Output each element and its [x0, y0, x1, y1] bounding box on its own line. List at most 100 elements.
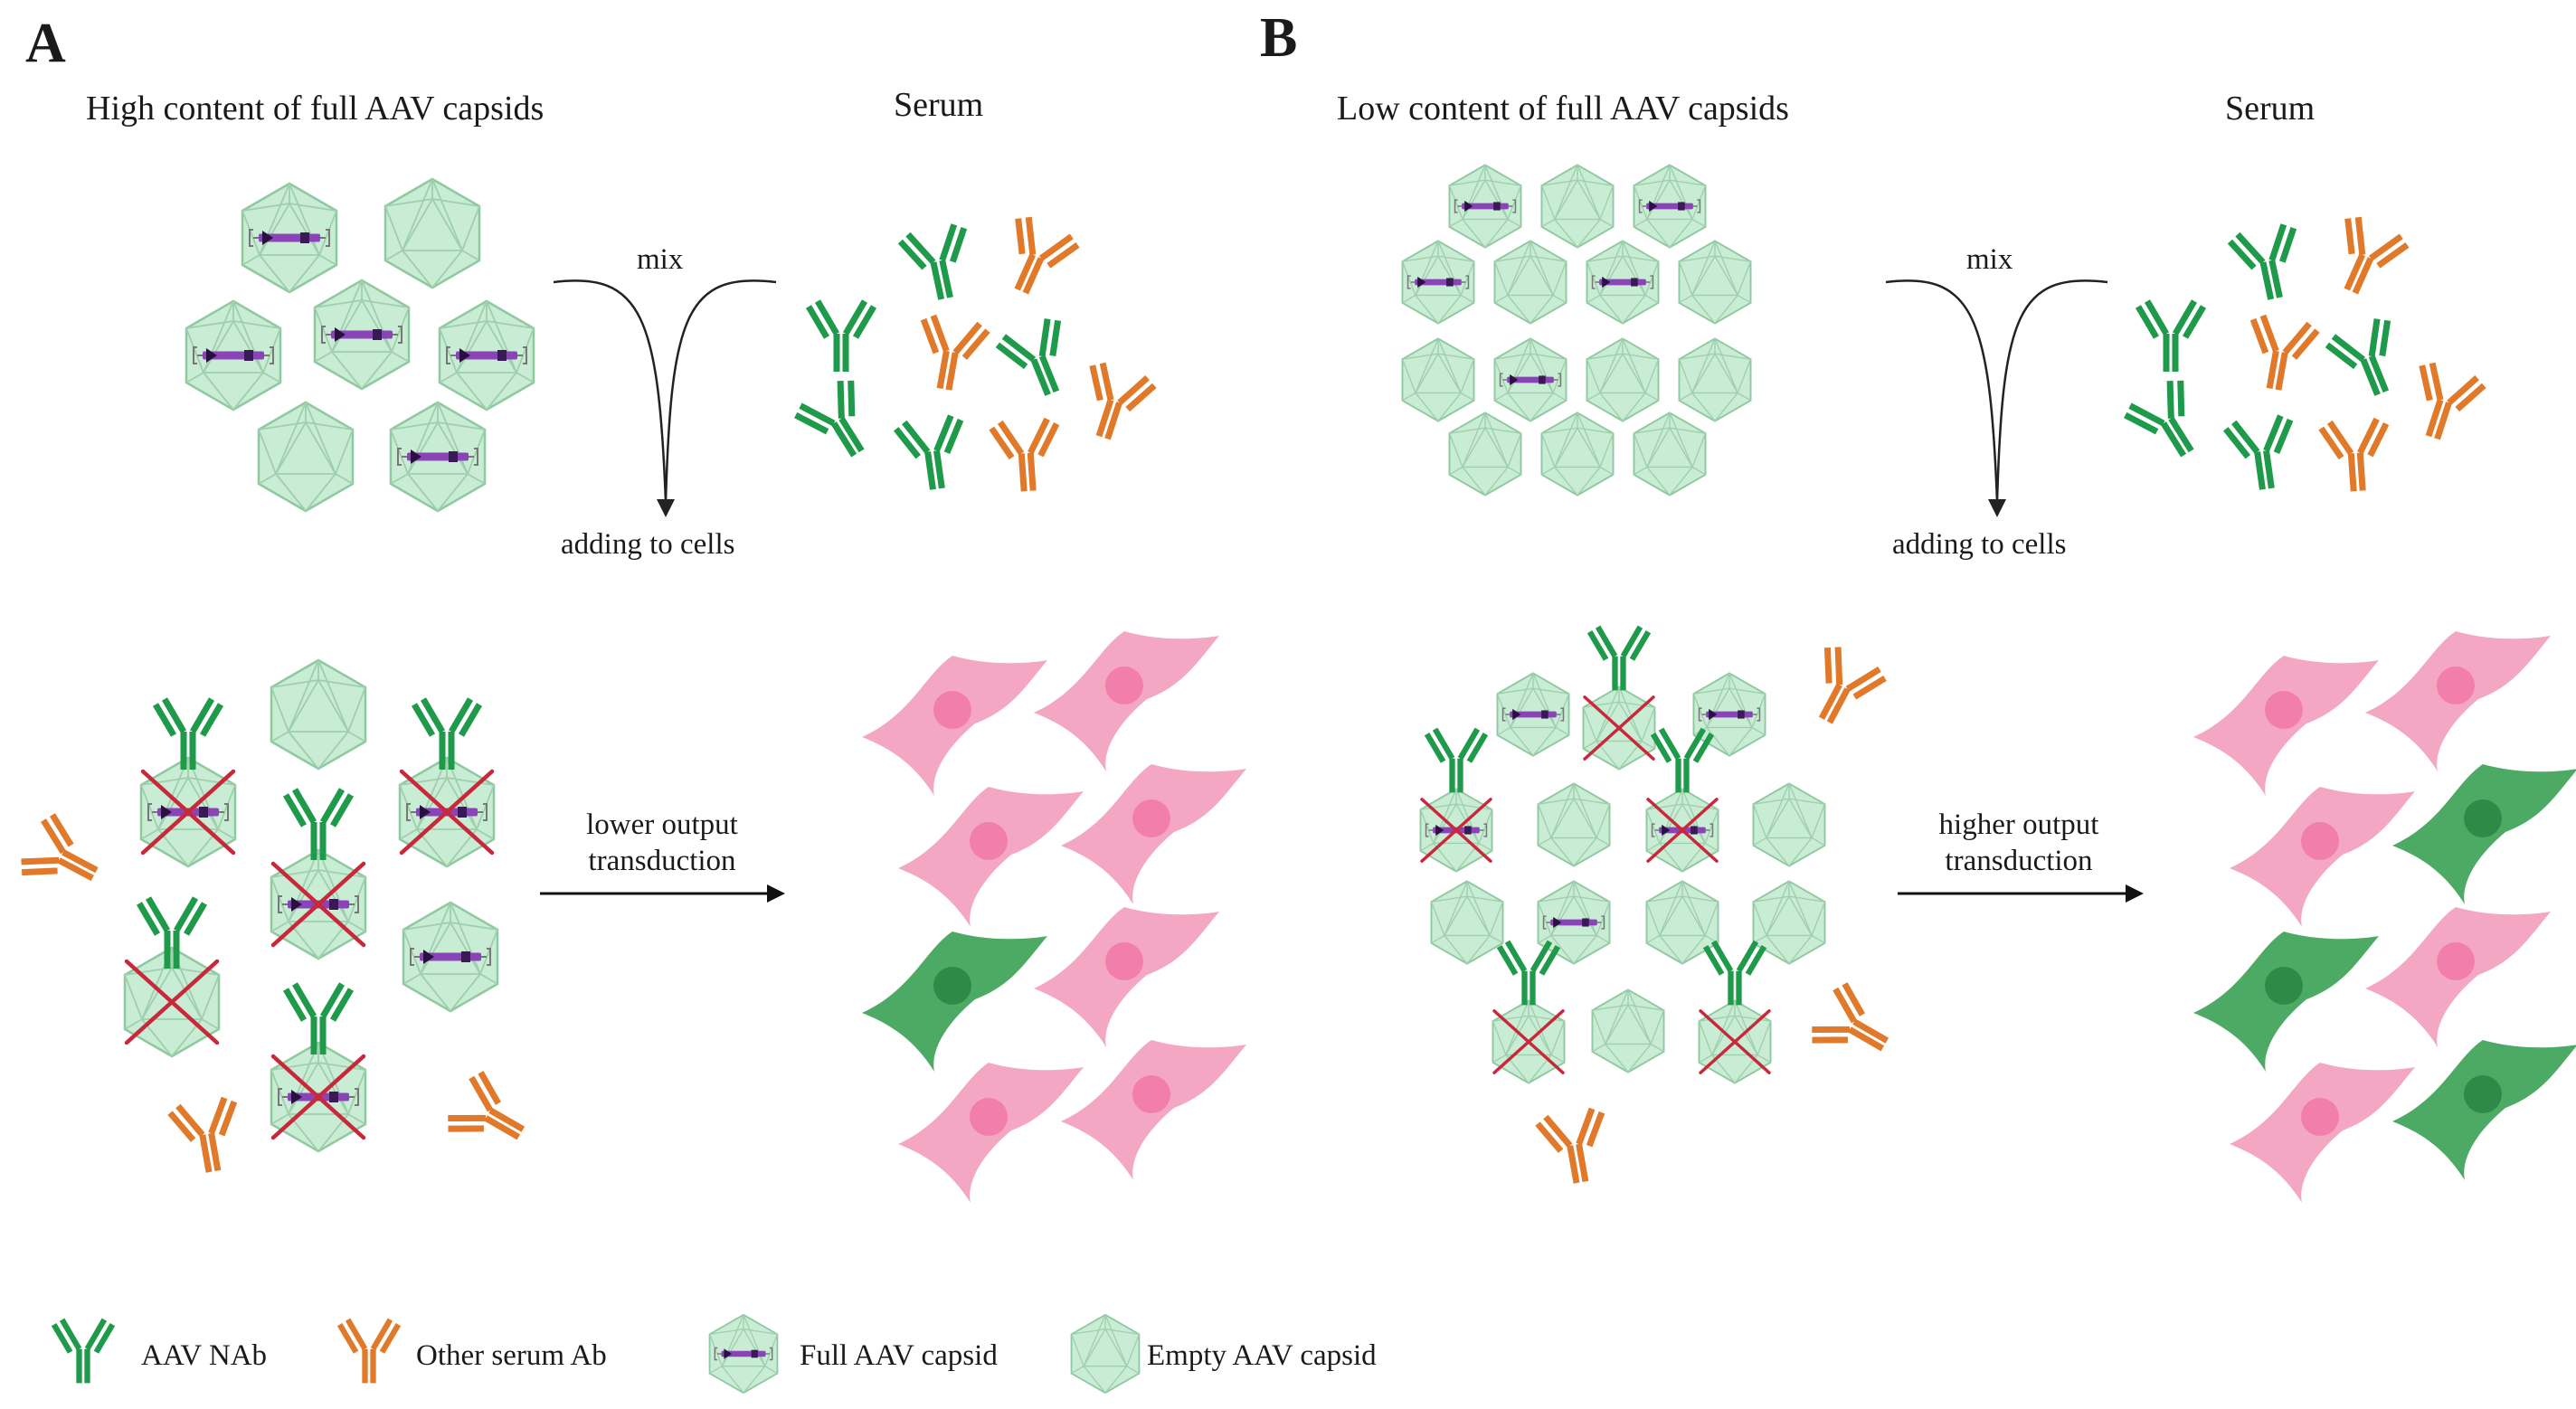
nab-antibody — [793, 376, 886, 470]
empty-capsid — [1430, 880, 1504, 965]
other-antibody — [2402, 360, 2486, 447]
panel-a-serum — [793, 213, 1157, 493]
panel-b-arrow-label-2: transduction — [1945, 845, 2092, 877]
panel-a-mix-funnel — [553, 279, 777, 517]
nab-antibody — [2225, 414, 2299, 493]
full-capsid — [398, 756, 496, 868]
full-capsid — [313, 279, 411, 391]
panel-a-neutralized-cluster — [17, 658, 537, 1177]
other-antibody — [913, 314, 989, 394]
legend-other-ab-icon — [340, 1319, 399, 1383]
panel-b-neutralized-cluster — [1419, 627, 1900, 1187]
empty-capsid — [1752, 782, 1826, 867]
other-antibody — [2321, 213, 2410, 305]
empty-capsid — [1540, 164, 1615, 249]
empty-capsid — [384, 177, 481, 289]
panel-b-transduction-arrow — [1898, 884, 2144, 903]
panel-a-capsid-title: High content of full AAV capsids — [86, 90, 544, 128]
empty-capsid — [1586, 337, 1660, 422]
other-antibody — [2321, 419, 2391, 494]
full-capsid — [1496, 672, 1570, 757]
nab-antibody — [809, 301, 874, 372]
cell-untransduced — [2365, 907, 2551, 1047]
panel-b-mix-label: mix — [1966, 243, 2013, 276]
panel-a-letter: A — [25, 13, 66, 74]
nab-antibody — [1706, 941, 1765, 1005]
legend-other-ab-label: Other serum Ab — [416, 1339, 607, 1372]
full-capsid — [241, 182, 338, 294]
other-antibody — [1797, 643, 1888, 736]
nab-antibody — [1590, 627, 1649, 690]
panel-a-cells — [862, 631, 1246, 1203]
nab-antibody — [895, 414, 970, 493]
legend: AAV NAb Other serum Ab Full AAV capsid E… — [54, 1313, 1377, 1395]
cell-transduced — [862, 931, 1047, 1072]
panel-b-serum-title: Serum — [2225, 90, 2315, 128]
empty-capsid — [1493, 240, 1567, 325]
empty-capsid — [123, 946, 221, 1058]
empty-capsid — [1678, 240, 1752, 325]
empty-capsid — [1540, 411, 1615, 496]
full-capsid — [1586, 240, 1660, 325]
nab-antibody — [996, 316, 1083, 405]
nab-antibody — [899, 222, 978, 305]
panel-a-serum-title: Serum — [894, 86, 983, 124]
panel-b-cells — [2193, 631, 2576, 1203]
empty-capsid — [270, 658, 367, 771]
legend-empty-capsid-label: Empty AAV capsid — [1147, 1339, 1377, 1372]
full-capsid — [139, 756, 237, 868]
nab-antibody — [2229, 222, 2307, 305]
other-antibody — [443, 1070, 537, 1161]
empty-capsid — [1448, 411, 1522, 496]
cell-transduced — [2193, 931, 2379, 1072]
empty-capsid — [1698, 999, 1772, 1084]
empty-capsid — [257, 401, 355, 513]
panel-b-capsid-title: Low content of full AAV capsids — [1337, 90, 1789, 128]
panel-a-arrow-label-1: lower output — [586, 809, 738, 841]
cell-untransduced — [1061, 764, 1246, 904]
other-antibody — [169, 1096, 245, 1177]
empty-capsid — [1537, 782, 1611, 867]
full-capsid — [1645, 788, 1719, 873]
panel-b-serum — [2123, 213, 2486, 493]
full-capsid — [185, 299, 282, 411]
legend-full-capsid-label: Full AAV capsid — [800, 1339, 998, 1372]
cell-untransduced — [1061, 1040, 1246, 1180]
empty-capsid — [1633, 411, 1707, 496]
cell-untransduced — [2193, 656, 2379, 796]
nab-antibody — [2123, 376, 2215, 470]
cell-untransduced — [1034, 907, 1219, 1047]
panel-a-adding-label: adding to cells — [561, 528, 734, 561]
full-capsid — [1419, 788, 1493, 873]
cell-untransduced — [2230, 787, 2415, 927]
cell-untransduced — [1034, 631, 1219, 771]
cell-untransduced — [2365, 631, 2551, 771]
full-capsid — [438, 299, 535, 411]
empty-capsid — [1582, 686, 1656, 771]
empty-capsid — [1492, 999, 1566, 1084]
full-capsid — [1448, 164, 1522, 249]
cell-transduced — [2392, 1040, 2576, 1180]
other-antibody — [1073, 360, 1157, 447]
nab-antibody — [2325, 316, 2412, 405]
cell-transduced — [2392, 764, 2576, 904]
cell-untransduced — [898, 1063, 1084, 1203]
full-capsid — [1633, 164, 1707, 249]
legend-empty-capsid-icon — [1070, 1313, 1141, 1395]
cell-untransduced — [862, 656, 1047, 796]
cell-untransduced — [898, 787, 1084, 927]
panel-a-mix-label: mix — [637, 243, 684, 276]
other-antibody — [2242, 314, 2318, 394]
other-antibody — [991, 419, 1061, 494]
full-capsid — [1401, 240, 1475, 325]
empty-capsid — [1591, 988, 1665, 1073]
nab-antibody — [2138, 301, 2203, 372]
panel-b-letter: B — [1260, 7, 1297, 69]
legend-nab-icon — [54, 1319, 113, 1383]
panel-a-capsid-cluster — [185, 177, 535, 513]
full-capsid — [1537, 880, 1611, 965]
full-capsid — [270, 1041, 367, 1153]
full-capsid — [402, 901, 499, 1013]
